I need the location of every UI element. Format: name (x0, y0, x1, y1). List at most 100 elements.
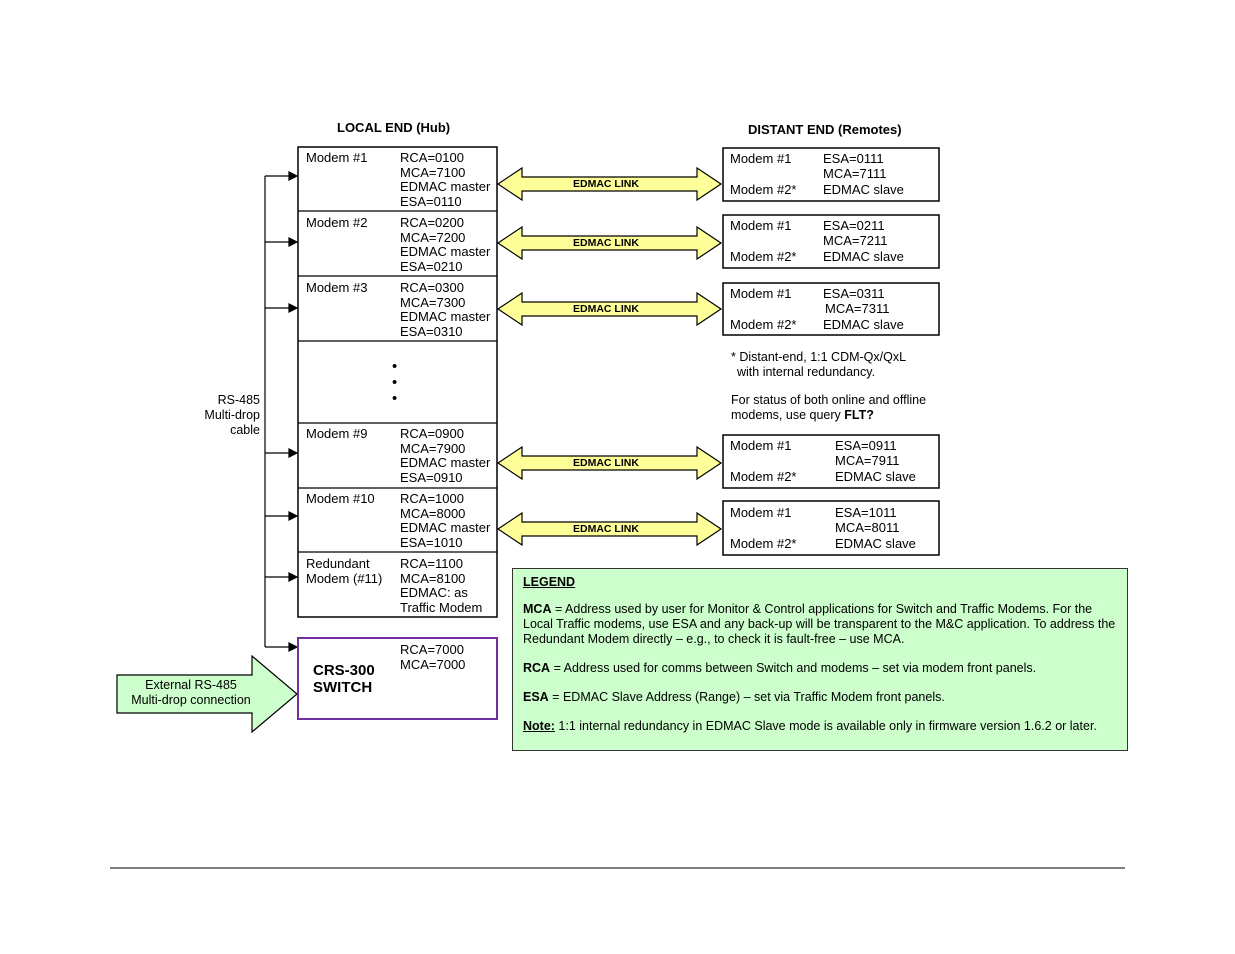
remote-modem-1: Modem #1 (730, 505, 792, 520)
mca-value: MCA=7200 (400, 229, 466, 245)
edmac-link-arrow-3 (496, 291, 723, 327)
rs485-bus-label: RS-485 Multi-drop cable (204, 393, 260, 437)
remote-modem-2: Modem #2* (730, 249, 797, 264)
local-modem-10-params: RCA=1000 MCA=8000 EDMAC master ESA=1010 (400, 491, 491, 550)
redundant-modem-params: RCA=1100 MCA=8100 EDMAC: as Traffic Mode… (400, 556, 483, 615)
edmac-link-arrow-5 (496, 511, 723, 547)
modem-name: Modem #10 (306, 491, 375, 506)
legend-rca: RCA = Address used for comms between Swi… (523, 661, 1037, 675)
edmac-link-label-3: EDMAC LINK (573, 303, 639, 315)
rca-value: RCA=7000 (400, 642, 464, 657)
remote-modem-1: Modem #1 (730, 151, 792, 166)
remote-esa: ESA=0311 (823, 286, 885, 301)
remote-box-3 (722, 282, 940, 336)
rca-value: RCA=1000 (400, 491, 464, 506)
edmac-link-label-4: EDMAC LINK (573, 457, 639, 469)
local-modem-10: Modem #10 (306, 491, 375, 507)
remote-esa: ESA=0111 (823, 151, 884, 166)
remote-box-2 (722, 214, 940, 269)
dot: • (392, 358, 398, 375)
esa-value: ESA=0910 (400, 469, 463, 485)
redundant-name-line1: Redundant (306, 556, 370, 571)
remote-modem-1: Modem #1 (730, 218, 792, 233)
edmac-role: EDMAC: as (400, 585, 468, 600)
mca-value: MCA=8100 (400, 570, 466, 586)
distant-end-note: * Distant-end, 1:1 CDM-Qx/QxL with inter… (731, 350, 907, 379)
remote-role: EDMAC slave (835, 469, 916, 484)
legend-title: LEGEND (523, 575, 576, 589)
edmac-link-arrows (496, 166, 723, 547)
local-modem-1: Modem #1 (306, 150, 368, 166)
local-end-box (297, 146, 498, 618)
edmac-link-label-1: EDMAC LINK (573, 178, 639, 190)
bus-taps (265, 171, 299, 652)
ellipsis-dots: • • • (392, 359, 397, 407)
remote-modem-2: Modem #2* (730, 469, 797, 484)
rca-value: RCA=0900 (400, 426, 464, 441)
edmac-role: EDMAC master (400, 520, 491, 535)
flt-command: FLT? (844, 408, 874, 422)
mca-value: MCA=7300 (400, 294, 466, 310)
remote-role: EDMAC slave (823, 317, 904, 332)
external-connection-arrow (116, 654, 298, 734)
modem-name: Modem #3 (306, 280, 368, 295)
local-modem-3: Modem #3 (306, 280, 368, 296)
remote-box-4 (722, 434, 940, 489)
remote-role: EDMAC slave (823, 249, 904, 264)
remote-esa: ESA=1011 (835, 505, 897, 520)
edmac-link-label-5: EDMAC LINK (573, 523, 639, 535)
edmac-role: EDMAC master (400, 309, 491, 324)
legend-panel: LEGEND MCA = Address used by user for Mo… (512, 568, 1128, 751)
edmac-link-arrow-2 (496, 225, 723, 261)
esa-value: ESA=1010 (400, 534, 463, 550)
rca-value: RCA=1100 (400, 556, 463, 571)
mca-value: MCA=7100 (400, 164, 466, 180)
edmac-link-arrow-4 (496, 445, 723, 481)
remote-mca: MCA=8011 (835, 520, 900, 535)
switch-name-line1: CRS-300 (313, 662, 375, 679)
remote-mca: MCA=7211 (823, 233, 888, 248)
legend-esa: ESA = EDMAC Slave Address (Range) – set … (523, 690, 945, 704)
esa-value: ESA=0310 (400, 323, 463, 339)
modem-name: Modem #1 (306, 150, 368, 165)
mca-value: MCA=7000 (400, 656, 466, 672)
mca-value: MCA=7900 (400, 440, 466, 456)
local-modem-9-params: RCA=0900 MCA=7900 EDMAC master ESA=0910 (400, 426, 490, 485)
remote-mca: MCA=7111 (823, 166, 887, 181)
esa-value: ESA=0210 (400, 258, 463, 274)
esa-value: ESA=0110 (400, 193, 462, 209)
remote-mca: MCA=7911 (835, 453, 900, 468)
remote-role: EDMAC slave (835, 536, 916, 551)
remote-modem-1: Modem #1 (730, 438, 792, 453)
distant-end-header: DISTANT END (Remotes) (748, 122, 902, 137)
switch-name-line2: SWITCH (313, 679, 373, 696)
redundant-name-line2: Modem (#11) (306, 570, 383, 586)
dot: • (392, 390, 398, 407)
rca-value: RCA=0200 (400, 215, 464, 230)
edmac-link-label-2: EDMAC LINK (573, 237, 639, 249)
local-end-header: LOCAL END (Hub) (337, 120, 451, 135)
modem-name: Modem #2 (306, 215, 368, 230)
edmac-role: EDMAC master (400, 179, 491, 194)
remote-modem-2: Modem #2* (730, 182, 797, 197)
legend-mca: MCA = Address used by user for Monitor &… (523, 602, 1116, 646)
local-modem-9: Modem #9 (306, 426, 367, 442)
rca-value: RCA=0100 (400, 150, 464, 165)
remote-role: EDMAC slave (823, 182, 904, 197)
remote-box-5 (722, 500, 940, 556)
switch-params: RCA=7000 MCA=7000 (400, 642, 466, 672)
remote-modem-1: Modem #1 (730, 286, 792, 301)
remote-mca: MCA=7311 (825, 301, 890, 316)
remote-box-1 (722, 147, 940, 202)
dot: • (392, 374, 398, 391)
legend-note: Note: 1:1 internal redundancy in EDMAC S… (523, 719, 1097, 733)
local-modem-1-params: RCA=0100 MCA=7100 EDMAC master ESA=0110 (400, 150, 491, 209)
local-modem-3-params: RCA=0300 MCA=7300 EDMAC master ESA=0310 (400, 280, 491, 339)
remote-esa: ESA=0911 (835, 438, 897, 453)
mca-value: MCA=8000 (400, 505, 466, 521)
flt-query-note: For status of both online and offline mo… (731, 393, 927, 422)
rca-value: RCA=0300 (400, 280, 464, 295)
redundant-modem: Redundant Modem (#11) (306, 556, 383, 586)
edmac-role-cont: Traffic Modem (400, 599, 483, 615)
